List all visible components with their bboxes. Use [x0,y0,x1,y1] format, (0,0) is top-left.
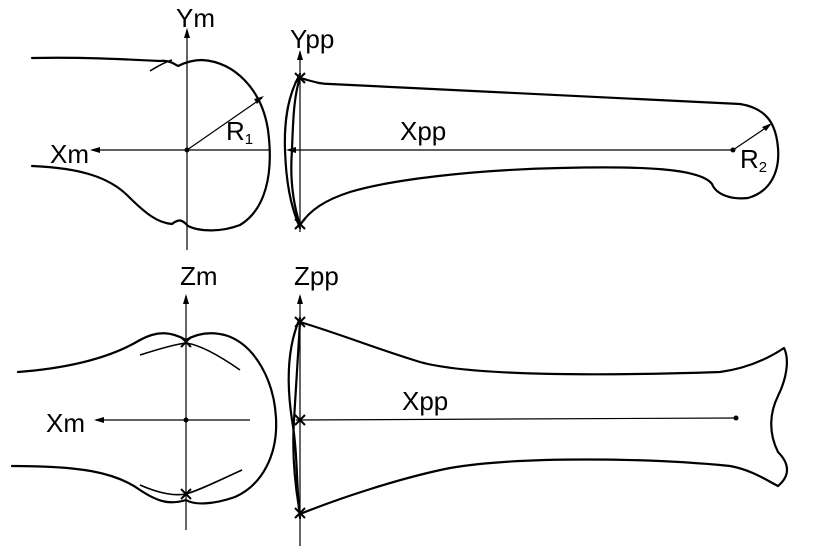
ypp-arrowhead [297,50,303,60]
metacarpal-notch-top [149,59,173,72]
r2-label-main: R [740,144,759,174]
xpp-left-arrowhead-top [286,147,296,153]
xm-label-bottom: Xm [46,408,85,438]
landmark-mark-pp-middle [294,414,306,426]
ym-label: Ym [176,3,215,33]
landmark-mark-top-upper [294,72,306,84]
landmark-mark-mc-lower [180,488,192,500]
r1-radius-line [186,97,263,151]
r2-arrowhead [762,123,772,131]
condyle-line-lower [139,469,243,496]
phalanx-base-curve-top [283,72,302,230]
xpp-label-bottom: Xpp [402,386,448,416]
metacarpal-outline-bottom [10,332,278,505]
zpp-arrowhead [297,294,303,304]
landmark-marks-phalanx-bottom [294,316,306,519]
phalanx-base-curve-bottom [287,316,302,520]
xm-label-top: Xm [50,139,89,169]
landmark-mark-mc-upper [180,336,192,348]
top-view: Ym Xm R1 Ypp Xpp R2 [30,3,780,250]
phalanx-head-center-bottom [733,415,739,421]
r1-label-sub: 1 [245,131,253,148]
r1-arrowhead [254,96,264,104]
r1-label-main: R [226,116,245,146]
landmark-marks-top [294,72,306,230]
landmark-mark-top-lower [294,218,306,230]
ym-arrowhead [184,28,190,38]
xpp-axis-bottom [295,417,737,421]
landmark-mark-pp-lower [294,507,306,519]
r1-label: R1 [226,116,253,148]
r2-label: R2 [740,144,767,176]
landmark-marks-metacarpal-bottom [180,336,192,500]
ypp-label: Ypp [290,24,334,54]
zm-label: Zm [180,261,218,291]
landmark-mark-pp-upper [294,316,306,328]
metacarpal-outline-top [30,56,271,232]
xm-arrowhead-top [90,147,100,153]
phalanx-outline-top [290,76,780,227]
bottom-view: Zm Xm Zpp Xpp [10,261,789,546]
r2-label-sub: 2 [759,159,767,176]
xm-arrowhead-bottom [94,417,104,423]
metacarpal-center-bottom [183,417,189,423]
xpp-label-top: Xpp [400,116,446,146]
zpp-label: Zpp [294,261,339,291]
zm-arrowhead [183,294,189,304]
r2-radius-line [732,124,771,151]
